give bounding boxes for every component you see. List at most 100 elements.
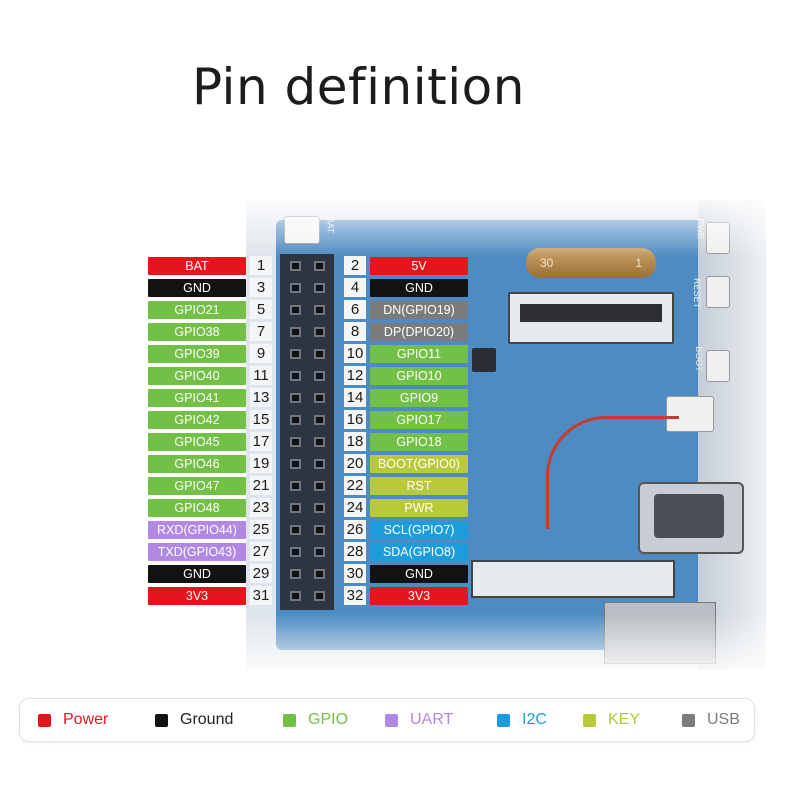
battery-label-right: 1: [635, 256, 642, 270]
pin-label-left: GPIO42: [148, 411, 246, 429]
header-pin-hole: [290, 503, 301, 513]
legend-label: KEY: [608, 711, 641, 728]
pin-label-right: GND: [370, 565, 468, 583]
pin-label-right: PWR: [370, 499, 468, 517]
pin-label-right: SDA(GPIO8): [370, 543, 468, 561]
header-pin-hole: [314, 415, 325, 425]
header-pin-hole: [314, 261, 325, 271]
legend-label: USB: [707, 711, 740, 728]
legend-label: I2C: [522, 711, 547, 728]
pin-number-right: 20: [344, 454, 366, 473]
pin-label-right: GPIO9: [370, 389, 468, 407]
pin-label-right: GPIO17: [370, 411, 468, 429]
pin-number-left: 13: [250, 388, 272, 407]
pin-number-left: 19: [250, 454, 272, 473]
pin-number-left: 11: [250, 366, 272, 385]
pin-number-left: 15: [250, 410, 272, 429]
pin-number-right: 6: [344, 300, 366, 319]
pin-label-left: BAT: [148, 257, 246, 275]
pin-label-left: RXD(GPIO44): [148, 521, 246, 539]
pin-number-right: 24: [344, 498, 366, 517]
header-pin-hole: [314, 569, 325, 579]
pin-number-right: 26: [344, 520, 366, 539]
legend-swatch: [385, 714, 398, 727]
pin-number-right: 4: [344, 278, 366, 297]
header-pin-hole: [290, 525, 301, 535]
header-pin-hole: [314, 283, 325, 293]
pin-number-right: 32: [344, 586, 366, 605]
pin-label-right: SCL(GPIO7): [370, 521, 468, 539]
header-pin-hole: [290, 371, 301, 381]
pin-number-right: 18: [344, 432, 366, 451]
header-pin-hole: [290, 437, 301, 447]
pin-label-left: GPIO48: [148, 499, 246, 517]
header-pin-hole: [314, 349, 325, 359]
pin-number-left: 21: [250, 476, 272, 495]
header-pin-hole: [314, 327, 325, 337]
pin-label-right: GPIO10: [370, 367, 468, 385]
pin-number-left: 1: [250, 256, 272, 275]
pin-label-left: GND: [148, 279, 246, 297]
legend-swatch: [497, 714, 510, 727]
pin-number-left: 3: [250, 278, 272, 297]
pin-number-left: 29: [250, 564, 272, 583]
pin-number-left: 5: [250, 300, 272, 319]
reset-button: [706, 276, 730, 308]
pin-label-left: GPIO21: [148, 301, 246, 319]
battery-label-left: 30: [540, 256, 554, 270]
pin-number-right: 28: [344, 542, 366, 561]
pin-number-right: 22: [344, 476, 366, 495]
pin-label-right: GPIO11: [370, 345, 468, 363]
pin-label-right: RST: [370, 477, 468, 495]
header-pin-hole: [314, 437, 325, 447]
header-pin-hole: [314, 525, 325, 535]
pin-label-right: BOOT(GPIO0): [370, 455, 468, 473]
header-pin-hole: [314, 503, 325, 513]
legend-swatch: [38, 714, 51, 727]
header-pin-hole: [290, 349, 301, 359]
pin-number-left: 17: [250, 432, 272, 451]
header-pin-hole: [290, 305, 301, 315]
header-pin-hole: [290, 327, 301, 337]
header-pin-hole: [290, 415, 301, 425]
pin-number-right: 14: [344, 388, 366, 407]
pin-number-right: 30: [344, 564, 366, 583]
header-pin-hole: [290, 547, 301, 557]
legend-swatch: [583, 714, 596, 727]
silk-reset-label: RESET: [692, 277, 703, 309]
legend-label: UART: [410, 711, 454, 728]
silk-pwr-label: PWR: [695, 218, 706, 240]
silk-bat-label: BAT: [325, 216, 336, 234]
pin-label-left: GPIO41: [148, 389, 246, 407]
pin-number-left: 23: [250, 498, 272, 517]
legend-label: GPIO: [308, 711, 349, 728]
header-pin-hole: [314, 591, 325, 601]
pin-label-left: GPIO40: [148, 367, 246, 385]
sd-card-slot: [604, 602, 716, 664]
pin-number-right: 10: [344, 344, 366, 363]
pin-number-left: 27: [250, 542, 272, 561]
pcb-edge: [698, 200, 766, 670]
pwr-button: [706, 222, 730, 254]
pin-label-left: TXD(GPIO43): [148, 543, 246, 561]
header-pin-hole: [290, 591, 301, 601]
sensor-chip: [472, 348, 496, 372]
fpc-connector-top: [508, 292, 674, 344]
header-pin-hole: [290, 261, 301, 271]
speaker: [638, 482, 744, 554]
pin-label-left: GPIO45: [148, 433, 246, 451]
fpc-connector-bottom: [471, 560, 675, 598]
pin-number-left: 7: [250, 322, 272, 341]
header-pin-hole: [314, 547, 325, 557]
legend-label: Ground: [180, 711, 234, 728]
pin-number-left: 31: [250, 586, 272, 605]
pin-label-right: 5V: [370, 257, 468, 275]
pin-number-right: 16: [344, 410, 366, 429]
pin-number-left: 25: [250, 520, 272, 539]
pin-label-right: DN(GPIO19): [370, 301, 468, 319]
legend-swatch: [155, 714, 168, 727]
pin-header: [280, 254, 334, 610]
pin-label-right: GPIO18: [370, 433, 468, 451]
pin-label-left: GPIO39: [148, 345, 246, 363]
